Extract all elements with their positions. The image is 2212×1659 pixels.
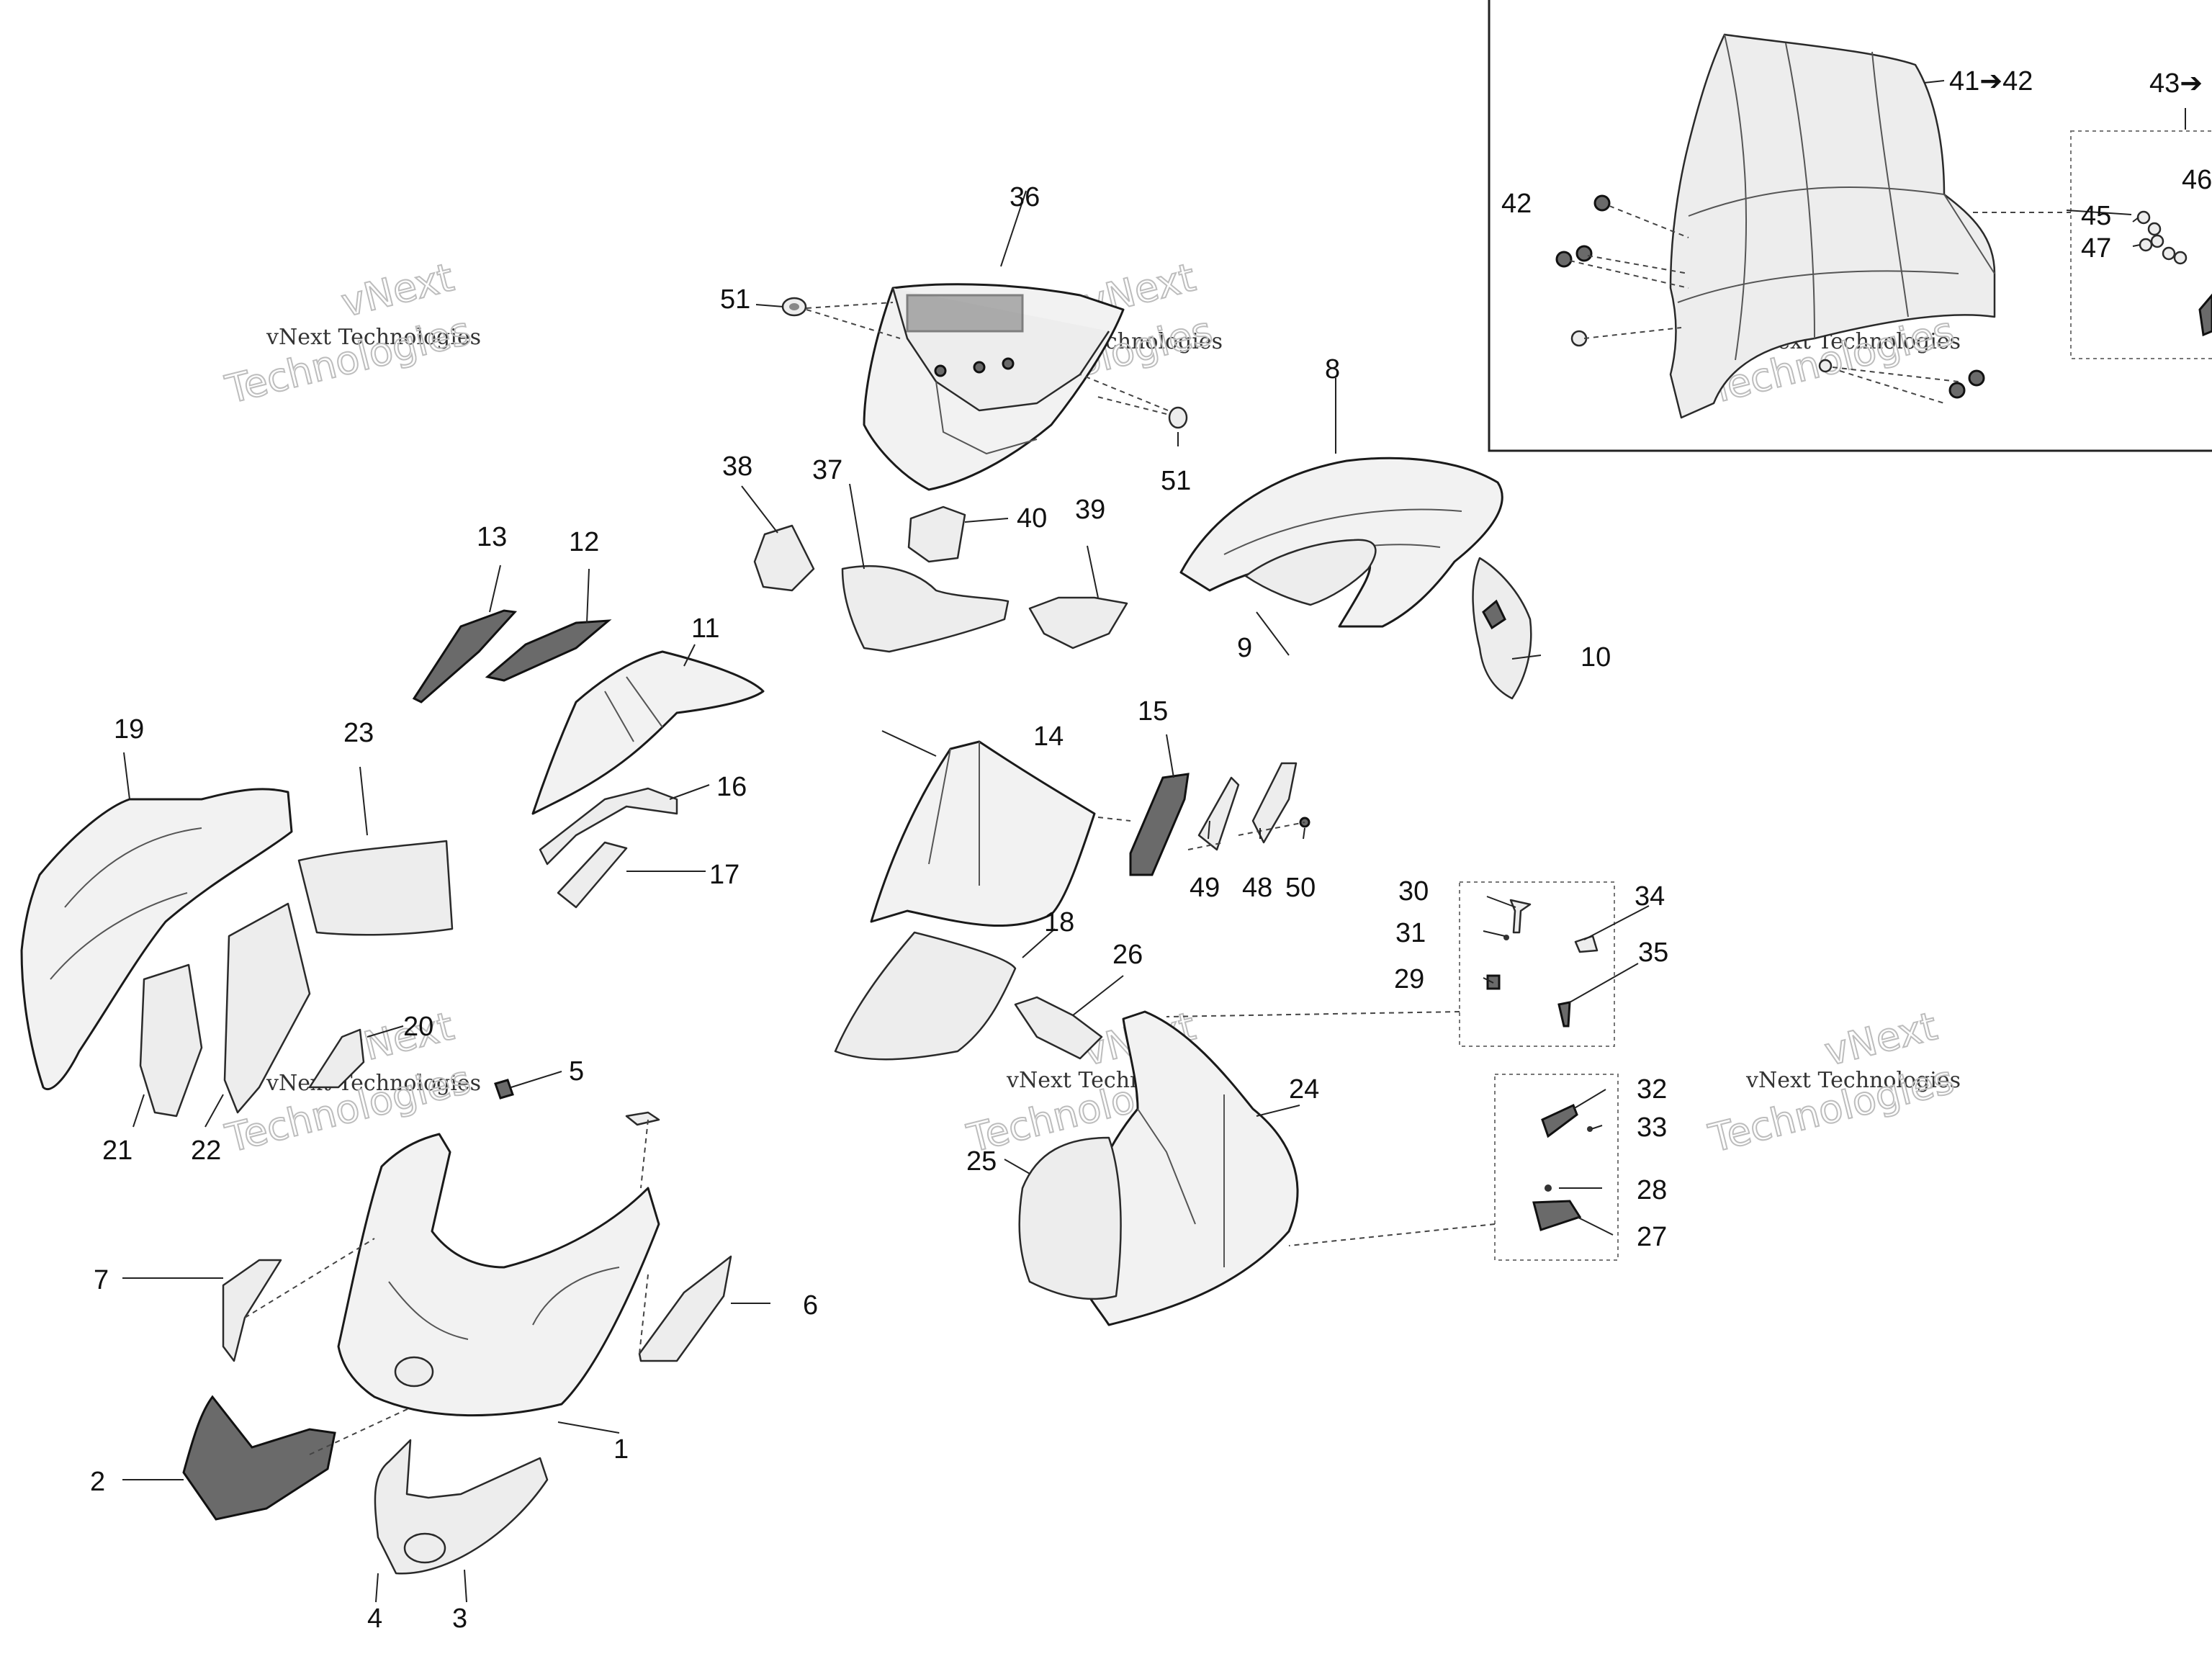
part-17-trim <box>557 841 628 909</box>
hardware-group-box <box>1459 881 1615 1047</box>
part-20-bracket <box>308 1028 365 1089</box>
callout-1: 1 <box>613 1434 629 1465</box>
part-23-block <box>297 840 454 936</box>
part-2-mesh <box>182 1395 336 1521</box>
part-21-panel <box>139 963 203 1118</box>
callout-12: 12 <box>569 527 599 557</box>
callout-36: 36 <box>1010 182 1040 212</box>
watermark-bottom-right: vNext vNext Technologies Technologies <box>1704 1002 1961 1162</box>
callout-37: 37 <box>812 455 842 485</box>
part-48-plate <box>1251 762 1298 844</box>
callout-2: 2 <box>90 1467 105 1497</box>
callout-19: 19 <box>114 714 144 745</box>
part-39-insert <box>1028 596 1128 649</box>
callout-27: 27 <box>1637 1222 1667 1252</box>
inset-frame <box>1488 0 2212 452</box>
callout-46: 46 <box>2182 165 2212 195</box>
callout-35: 35 <box>1638 938 1668 968</box>
callout-7: 7 <box>94 1265 109 1295</box>
callout-50: 50 <box>1285 873 1316 903</box>
callout-39: 39 <box>1075 495 1105 525</box>
part-14-center-panel <box>870 740 1096 927</box>
part-10-side-panel <box>1472 557 1532 700</box>
callout-20: 20 <box>403 1012 433 1042</box>
hardware-group-box <box>2070 130 2212 359</box>
part-3-lower-panel <box>374 1439 549 1575</box>
callout-11: 11 <box>691 613 719 644</box>
svg-text:vNext Technologies: vNext Technologies <box>266 325 481 350</box>
part-11-console <box>531 650 765 815</box>
callout-33: 33 <box>1637 1112 1667 1143</box>
part-36-headlight-housing <box>863 283 1125 491</box>
callout-30: 30 <box>1398 876 1429 907</box>
callout-14: 14 <box>1033 721 1064 752</box>
callout-43: 43➔ <box>2149 68 2203 99</box>
callout-10: 10 <box>1581 642 1611 673</box>
part-25-side-panel <box>1018 1136 1122 1300</box>
callout-42: 42 <box>1501 189 1532 219</box>
callout-15: 15 <box>1138 696 1168 727</box>
callout-13: 13 <box>477 522 507 552</box>
fastener-set-icon <box>1486 899 1599 1231</box>
washer-stack-icon <box>2136 210 2188 265</box>
callout-24: 24 <box>1289 1074 1319 1105</box>
part-13-mesh <box>412 609 518 703</box>
part-12-mesh <box>485 619 612 682</box>
callout-26: 26 <box>1112 940 1143 970</box>
callout-29: 29 <box>1394 964 1424 994</box>
part-15-mesh <box>1129 773 1190 876</box>
callout-18: 18 <box>1044 907 1074 938</box>
callout-4: 4 <box>367 1604 382 1634</box>
hardware-group-box <box>1494 1074 1619 1261</box>
part-22-panel <box>223 902 311 1114</box>
leader-lines <box>122 190 2132 1603</box>
part-40-insert <box>907 505 966 563</box>
part-18-lower-panel <box>834 931 1017 1061</box>
part-9-hood-panel <box>1244 539 1377 606</box>
callout-labels: 1 2 3 4 5 6 7 8 9 10 11 12 13 14 15 16 1… <box>90 66 2212 1634</box>
part-49-plate <box>1197 776 1240 851</box>
callout-32: 32 <box>1637 1074 1667 1105</box>
callout-6: 6 <box>803 1290 818 1321</box>
callout-31: 31 <box>1395 918 1426 948</box>
windshield <box>1669 33 1996 419</box>
callout-3: 3 <box>452 1604 467 1634</box>
part-5-clip <box>494 1079 660 1126</box>
callout-48: 48 <box>1242 873 1272 903</box>
svg-text:vNext Technologies: vNext Technologies <box>266 1071 481 1096</box>
callout-45: 45 <box>2081 201 2111 231</box>
part-7-bracket <box>222 1259 282 1362</box>
callout-40: 40 <box>1017 503 1047 534</box>
part-26-bracket <box>1014 996 1103 1060</box>
callout-25: 25 <box>966 1146 997 1177</box>
callout-22: 22 <box>191 1136 221 1166</box>
bolt-icon <box>1555 194 1985 399</box>
callout-8: 8 <box>1325 354 1340 385</box>
windshield-inset <box>1488 0 2212 452</box>
svg-text:vNext Technologies: vNext Technologies <box>1745 1068 1961 1093</box>
part-6-vent <box>638 1255 732 1362</box>
callout-51-bottom: 51 <box>1161 466 1191 496</box>
part-37-trim <box>841 565 1010 653</box>
part-19-side-panel <box>20 788 293 1090</box>
callout-28: 28 <box>1637 1175 1667 1205</box>
callout-38: 38 <box>722 451 752 482</box>
callout-41-42: 41➔42 <box>1949 66 2033 96</box>
callout-21: 21 <box>102 1136 132 1166</box>
part-38-bracket <box>753 524 815 592</box>
callout-5: 5 <box>569 1056 584 1087</box>
part-1-hood <box>337 1133 660 1417</box>
callout-23: 23 <box>343 718 374 748</box>
part-24-side-panel <box>1071 1010 1299 1326</box>
callout-9: 9 <box>1237 633 1252 663</box>
callout-17: 17 <box>709 860 739 890</box>
part-16-trim <box>539 787 678 866</box>
callout-47: 47 <box>2081 233 2111 264</box>
callout-51-top: 51 <box>720 284 750 315</box>
callout-49: 49 <box>1190 873 1220 903</box>
watermark-top-left: vNext vNext Technologies Technologies <box>220 253 481 413</box>
callout-16: 16 <box>716 772 747 802</box>
callout-34: 34 <box>1635 881 1665 912</box>
